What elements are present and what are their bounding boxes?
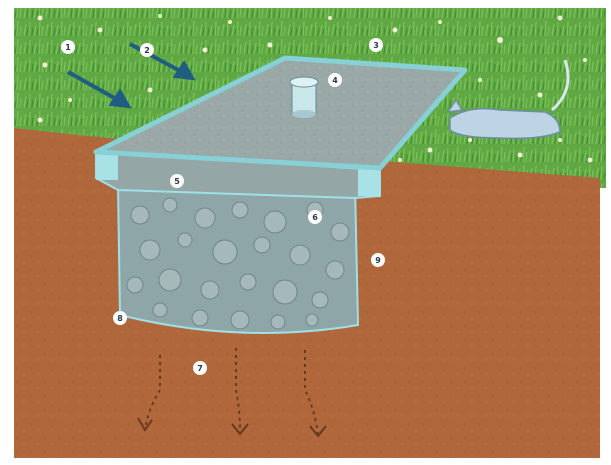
marker-9: 9 xyxy=(371,253,385,267)
svg-text:4: 4 xyxy=(332,76,338,85)
svg-text:9: 9 xyxy=(375,256,381,265)
marker-2: 2 xyxy=(140,43,154,57)
slab-side-left xyxy=(96,152,118,180)
marker-7: 7 xyxy=(193,361,207,375)
svg-text:7: 7 xyxy=(197,364,203,373)
number-markers: 1 2 3 4 5 6 7 8 xyxy=(61,38,385,375)
marker-1: 1 xyxy=(61,40,75,54)
svg-text:2: 2 xyxy=(144,46,150,55)
svg-text:5: 5 xyxy=(174,177,180,186)
svg-text:8: 8 xyxy=(117,314,123,323)
svg-text:1: 1 xyxy=(65,43,71,52)
slab-side-right xyxy=(358,168,380,196)
marker-8: 8 xyxy=(113,311,127,325)
gravel-pit xyxy=(116,184,360,334)
cat-illustration xyxy=(446,59,570,140)
inspection-pipe xyxy=(289,76,319,118)
svg-text:6: 6 xyxy=(312,213,318,222)
marker-4: 4 xyxy=(328,73,342,87)
gravel-stones xyxy=(126,197,350,330)
grass-flowers xyxy=(37,14,593,163)
slab-top xyxy=(93,55,468,171)
marker-5: 5 xyxy=(170,174,184,188)
marker-6: 6 xyxy=(308,210,322,224)
marker-3: 3 xyxy=(369,38,383,52)
water-flow-arrows xyxy=(67,42,196,109)
svg-text:3: 3 xyxy=(373,41,379,50)
drainage-arrows xyxy=(137,348,327,438)
